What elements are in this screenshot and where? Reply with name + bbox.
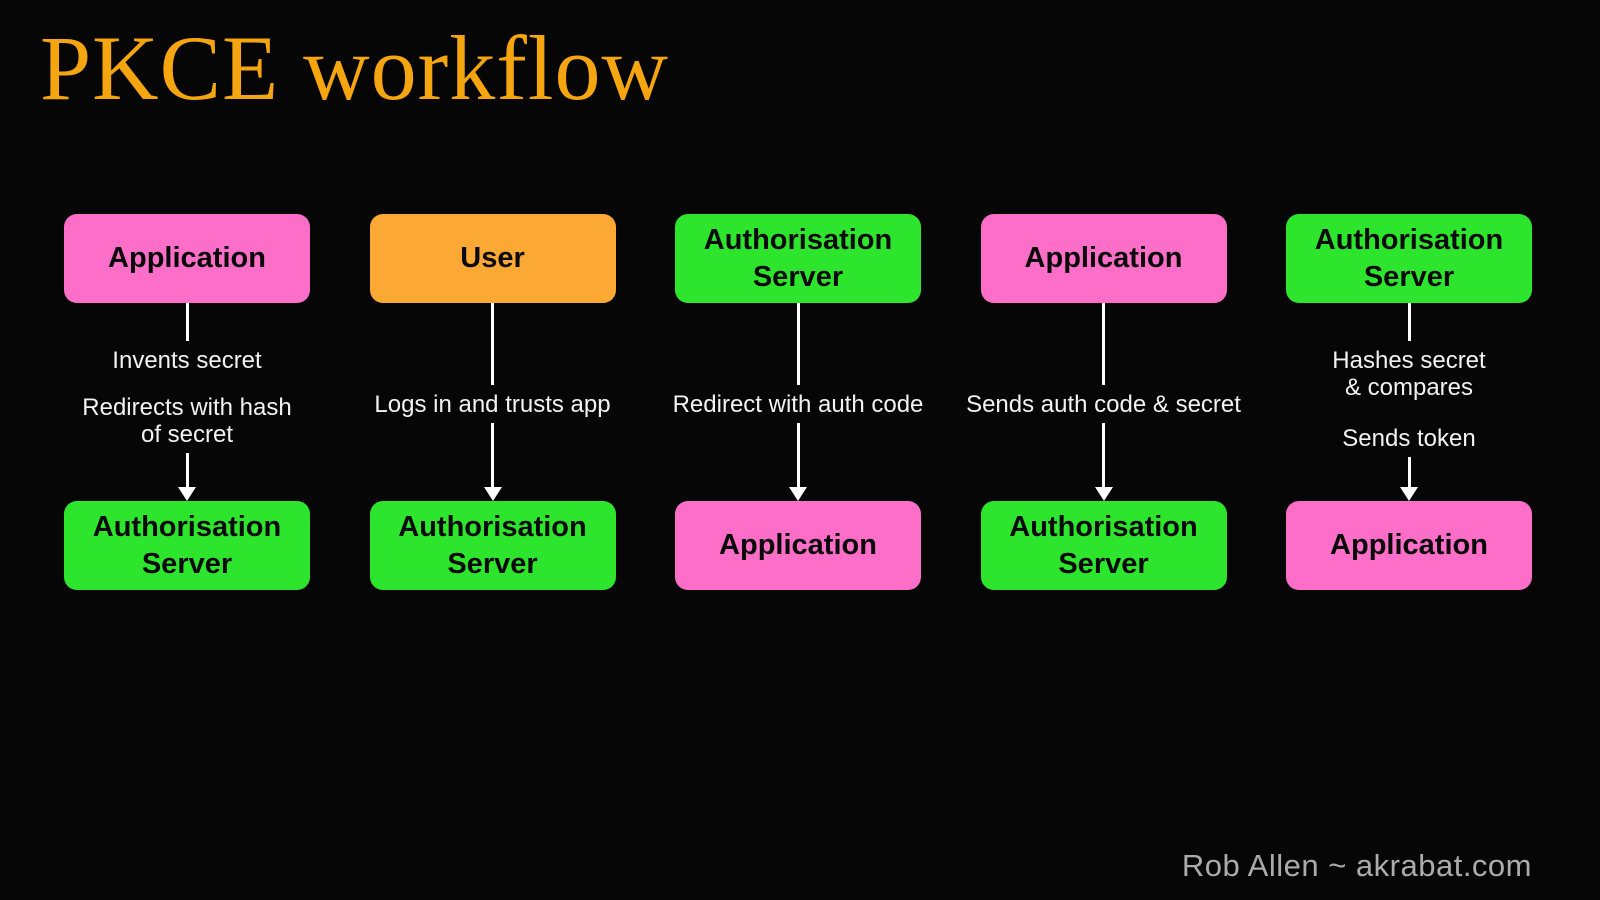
step-label: Redirect with auth code xyxy=(672,391,924,418)
flow-column-1: Application Invents secret Redirects wit… xyxy=(64,214,310,590)
connector: Redirect with auth code xyxy=(672,303,924,501)
flow-column-4: Application Sends auth code & secret Aut… xyxy=(966,214,1241,590)
node-application: Application xyxy=(980,214,1227,303)
node-authorisation-server: Authorisation Server xyxy=(369,501,616,590)
node-authorisation-server: Authorisation Server xyxy=(980,501,1227,590)
step-label: Sends auth code & secret xyxy=(966,391,1241,418)
step-label: Invents secret xyxy=(112,347,262,374)
step-label: Logs in and trusts app xyxy=(374,391,611,418)
flow-line xyxy=(491,303,494,385)
page-title: PKCE workflow xyxy=(40,17,669,119)
step-label: Sends token xyxy=(1342,425,1476,452)
connector: Sends auth code & secret xyxy=(966,303,1241,501)
step-label: Redirects with hash of secret xyxy=(82,394,292,448)
pkce-flow-diagram: Application Invents secret Redirects wit… xyxy=(0,214,1600,590)
down-arrow-icon xyxy=(789,423,807,501)
node-authorisation-server: Authorisation Server xyxy=(64,501,310,590)
node-authorisation-server: Authorisation Server xyxy=(675,214,921,303)
flow-line xyxy=(796,303,800,385)
down-arrow-icon xyxy=(178,453,196,501)
down-arrow-icon xyxy=(1400,457,1418,501)
down-arrow-icon xyxy=(483,423,502,501)
node-user: User xyxy=(369,214,616,303)
node-application: Application xyxy=(675,501,921,590)
connector: Hashes secret & compares Sends token xyxy=(1286,303,1532,501)
author-credit: Rob Allen ~ akrabat.com xyxy=(1181,848,1532,883)
connector: Logs in and trusts app xyxy=(370,303,616,501)
down-arrow-icon xyxy=(1094,423,1113,501)
flow-line xyxy=(185,303,189,341)
flow-column-5: Authorisation Server Hashes secret & com… xyxy=(1286,214,1532,590)
connector: Invents secret Redirects with hash of se… xyxy=(64,303,310,501)
node-application: Application xyxy=(64,214,310,303)
flow-line xyxy=(1407,303,1411,341)
flow-line xyxy=(1102,303,1105,385)
node-application: Application xyxy=(1286,501,1532,590)
flow-column-3: Authorisation Server Redirect with auth … xyxy=(672,214,924,590)
flow-column-2: User Logs in and trusts app Authorisatio… xyxy=(369,214,616,590)
node-authorisation-server: Authorisation Server xyxy=(1286,214,1532,303)
step-label: Hashes secret & compares xyxy=(1332,347,1486,401)
